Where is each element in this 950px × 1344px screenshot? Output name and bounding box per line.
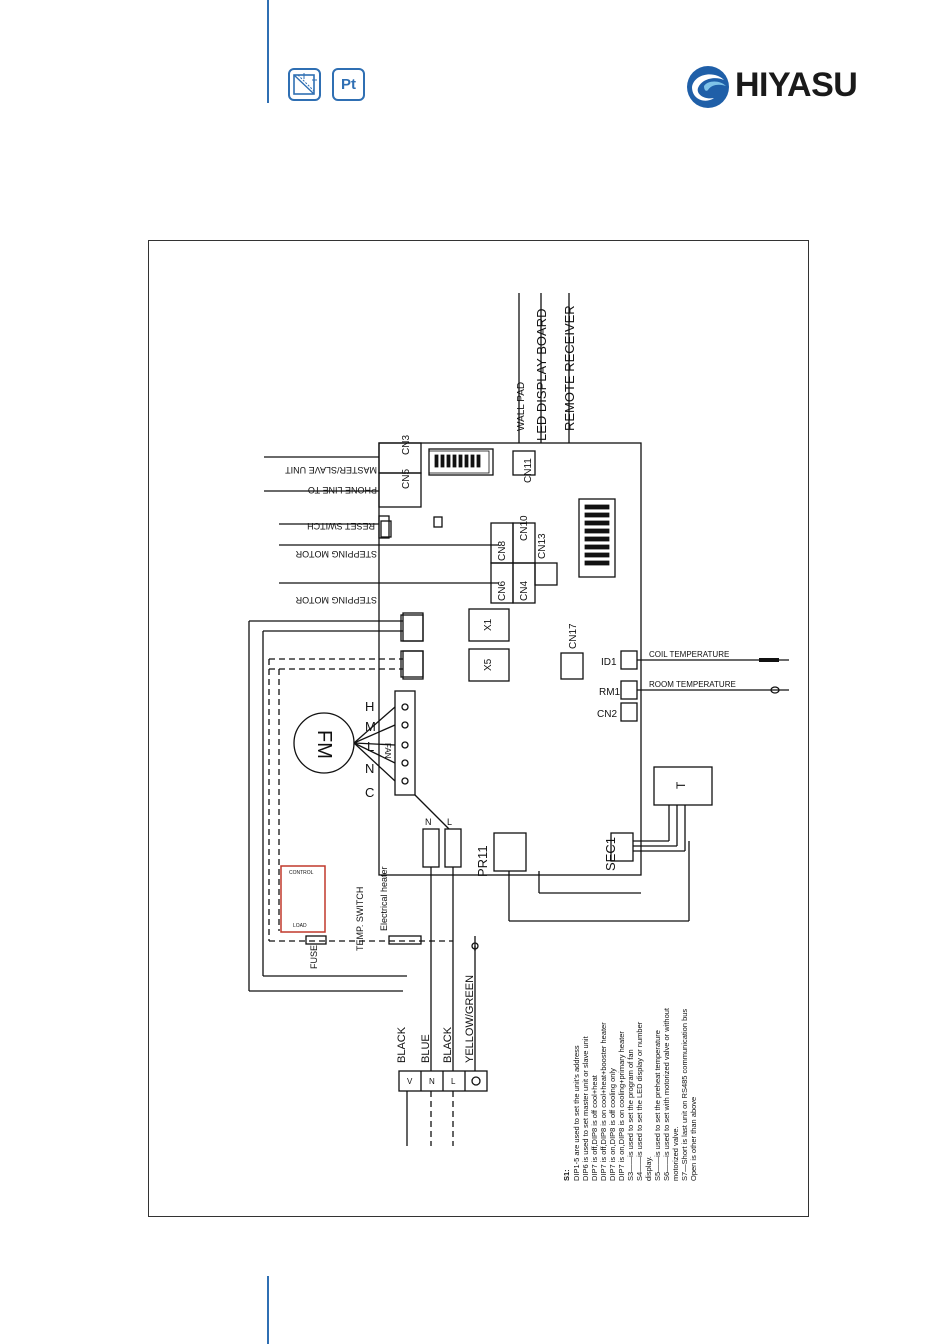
note-line: DIP7 is off,DIP8 is off cool+heat [590, 1074, 599, 1181]
cn2-label: CN2 [597, 709, 617, 720]
master-slave-label: MASTER/SLAVE UNIT [285, 465, 377, 475]
language-button[interactable]: Pt [332, 68, 365, 101]
id1-label: ID1 [601, 657, 617, 668]
brand-name: HIYASU [735, 66, 858, 104]
wire-black-1-label: BLACK [396, 1026, 408, 1063]
temp-switch-label: TEMP. SWITCH [355, 887, 365, 951]
cn6-label: CN6 [497, 581, 508, 601]
note-line: S1: [562, 1169, 571, 1181]
fan-l-label: L [367, 739, 374, 754]
heater-label: Electrical heater [379, 866, 389, 931]
cn17-label: CN17 [568, 623, 579, 649]
wall-pad-label: WALL PAD [516, 382, 527, 431]
wiring-diagram-canvas: WALL PAD LED DISPLAY BOARD REMOTE RECEIV… [248, 293, 789, 1181]
cn8-label: CN8 [497, 541, 508, 561]
note-line: DIP7 is off,DIP8 is on cool+heat+booster… [599, 1022, 608, 1181]
wire-blue-label: BLUE [420, 1034, 432, 1063]
stepping-motor-2-label: STEPPING MOTOR [295, 595, 377, 605]
fan-n-label: N [365, 761, 374, 776]
note-line: DIP1-5 are used to set the unit's addres… [572, 1045, 581, 1181]
cn10-label: CN10 [519, 515, 530, 541]
fan-m-label: M [365, 719, 376, 734]
note-line: S7—Short is last unit on RS485 communica… [680, 1009, 689, 1181]
header-divider-line [267, 0, 269, 103]
reset-switch-label: RESET SWITCH [307, 521, 375, 531]
cn5-label: CN5 [401, 469, 412, 489]
note-line: S5——is used to set the preheat temperatu… [653, 1030, 662, 1181]
note-line: DIP6 is used to set master unit or slave… [581, 1035, 590, 1181]
fan-h-label: H [365, 699, 374, 714]
coil-temp-label: COIL TEMPERATURE [649, 650, 729, 659]
language-label: Pt [341, 76, 356, 93]
dip-switch-s1 [584, 504, 610, 566]
note-line: motorized valve. [671, 1126, 680, 1181]
led-display-label: LED DISPLAY BOARD [534, 309, 549, 441]
relay-l-label: L [447, 817, 452, 827]
cn4-label: CN4 [519, 581, 530, 601]
footer-divider-line [267, 1276, 269, 1344]
fan-motor-label: FM [313, 730, 335, 759]
sec1-label: SEC1 [603, 837, 618, 871]
wire-black-2-label: BLACK [442, 1026, 454, 1063]
terminal-l-label: L [451, 1077, 456, 1086]
logo-swirl-icon [687, 66, 729, 108]
note-line: DIP7 is on,DIP8 is off cooling only [608, 1068, 617, 1181]
fuse-label: FUSE [309, 945, 319, 969]
cn3-label: CN3 [401, 435, 412, 455]
note-line: DIP7 is on,DIP8 is on cooling+primary he… [617, 1031, 626, 1181]
relay-n-label: N [425, 817, 432, 827]
note-line: S4——is used to set the LED display or nu… [635, 1021, 644, 1181]
pr11-label: PR11 [475, 845, 490, 877]
wire-yellow-green-label: YELLOW/GREEN [464, 975, 476, 1063]
note-line: S3——is used to set the program of fan [626, 1049, 635, 1181]
terminal-v-label: V [407, 1077, 413, 1086]
note-line: display. [644, 1156, 653, 1181]
fan-label: FAN [383, 743, 392, 759]
fan-c-label: C [365, 785, 374, 800]
cn13-label: CN13 [537, 533, 548, 559]
phone-line-label: PHONE LINE TO [308, 485, 377, 495]
remote-receiver-label: REMOTE RECEIVER [562, 305, 577, 431]
room-temp-label: ROOM TEMPERATURE [649, 680, 736, 689]
dip-switch-notes: S1: DIP1-5 are used to set the unit's ad… [562, 1007, 698, 1181]
dip-switch-s7 [428, 450, 490, 474]
load-label: LOAD [293, 923, 307, 929]
note-line: Open is other than above [689, 1097, 698, 1181]
x1-label: X1 [483, 618, 494, 631]
x5-label: X5 [483, 658, 494, 671]
brand-logo [684, 62, 864, 112]
terminal-n-label: N [429, 1077, 435, 1086]
transformer-label: T [674, 781, 688, 789]
note-line: S6——is used to set with motorized valve … [662, 1007, 671, 1181]
control-label: CONTROL [289, 870, 314, 876]
rm1-label: RM1 [599, 687, 621, 698]
wiring-diagram: WALL PAD LED DISPLAY BOARD REMOTE RECEIV… [148, 240, 809, 1217]
schematic-icon[interactable] [288, 68, 321, 101]
stepping-motor-1-label: STEPPING MOTOR [295, 549, 377, 559]
cn11-label: CN11 [523, 458, 534, 483]
